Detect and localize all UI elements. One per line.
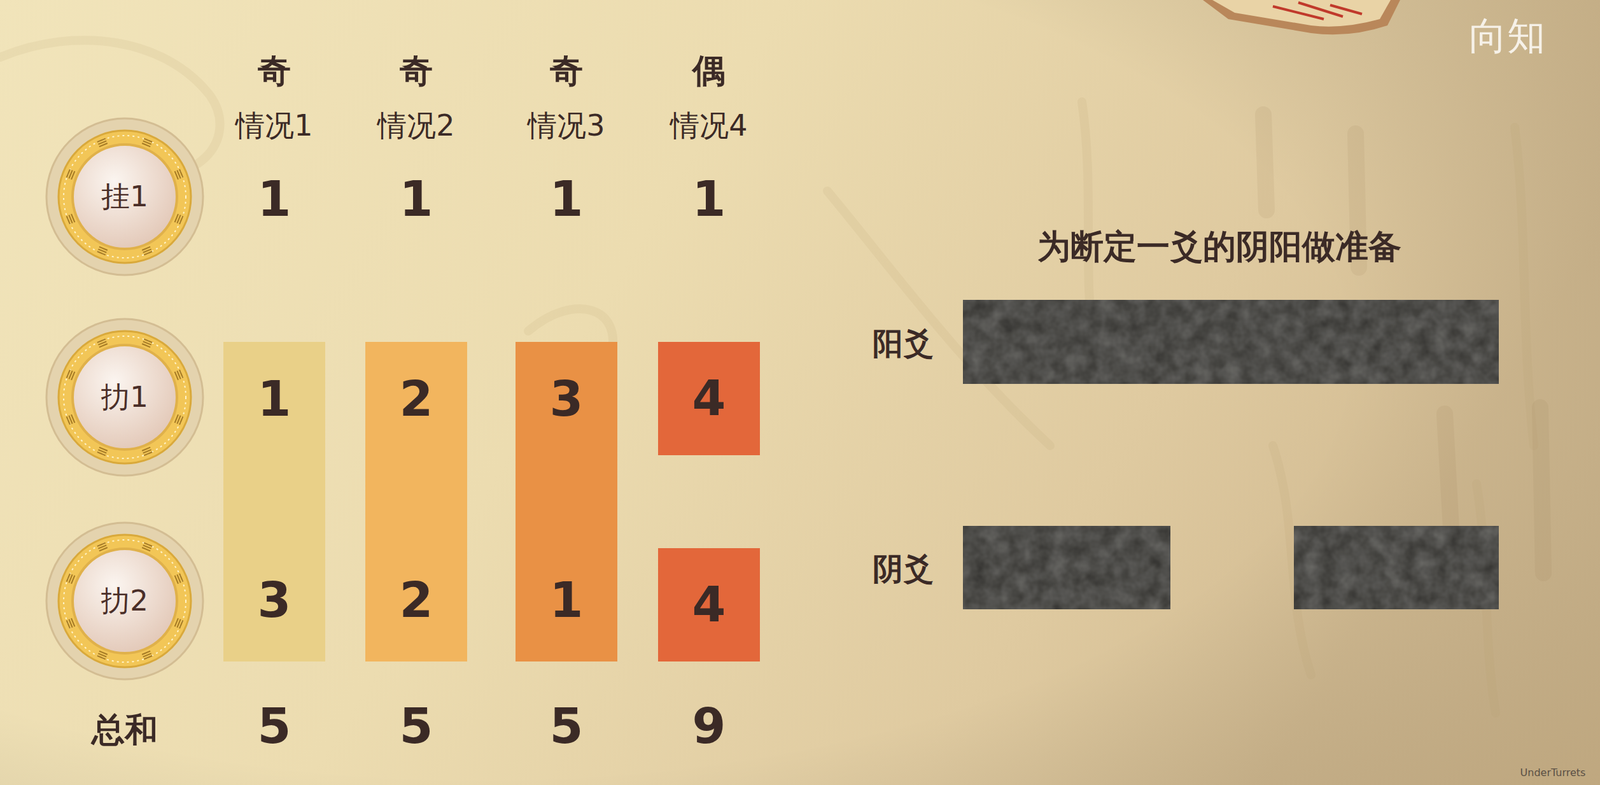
count-bar: 13	[223, 341, 326, 662]
count-number: 3	[549, 372, 584, 426]
count-number: 1	[257, 172, 292, 226]
parity-label: 奇	[399, 52, 433, 90]
row-name: 总和	[91, 711, 158, 748]
yin-bar-left	[962, 525, 1171, 610]
sum-number: 5	[257, 699, 292, 753]
sum-number: 5	[399, 699, 434, 753]
parity-label: 奇	[549, 52, 583, 90]
count-bar: 31	[515, 341, 618, 662]
row-badge: 扐1	[45, 317, 205, 477]
count-number: 1	[549, 172, 584, 226]
row-name: 扐2	[101, 584, 149, 617]
case-label: 情况4	[670, 109, 748, 142]
count-bar: 4	[658, 341, 760, 456]
count-number: 2	[399, 372, 434, 426]
yao-bars	[962, 299, 1499, 610]
row-name: 挂1	[101, 180, 149, 213]
case-label: 情况1	[235, 109, 313, 142]
count-number: 1	[549, 573, 584, 627]
count-number: 1	[399, 172, 434, 226]
count-number: 1	[692, 172, 727, 226]
yang-bar	[962, 299, 1499, 384]
row-badge: 挂1	[45, 117, 205, 277]
row-name: 扐1	[101, 381, 149, 414]
count-number: 2	[399, 573, 434, 627]
heading: 为断定一爻的阴阳做准备	[1037, 228, 1402, 265]
yao-label: 阳爻	[872, 326, 934, 361]
row-badge: 扐2	[45, 521, 205, 681]
watermark: UnderTurrets	[1520, 766, 1586, 779]
watermark: 向知	[1468, 14, 1546, 57]
parity-label: 奇	[257, 52, 291, 90]
count-bar: 4	[658, 547, 760, 662]
parity-label: 偶	[692, 52, 726, 90]
yao-label: 阴爻	[872, 551, 934, 586]
yin-bar-right	[1293, 525, 1499, 610]
count-number: 1	[257, 372, 292, 426]
count-number: 3	[257, 573, 292, 627]
book-illustration	[1202, 0, 1401, 35]
count-number: 4	[692, 371, 727, 426]
case-label: 情况2	[377, 109, 455, 142]
sum-number: 5	[549, 699, 584, 753]
sum-number: 9	[692, 699, 727, 753]
case-label: 情况3	[527, 109, 605, 142]
count-bar: 22	[365, 341, 468, 662]
count-number: 4	[692, 577, 727, 632]
